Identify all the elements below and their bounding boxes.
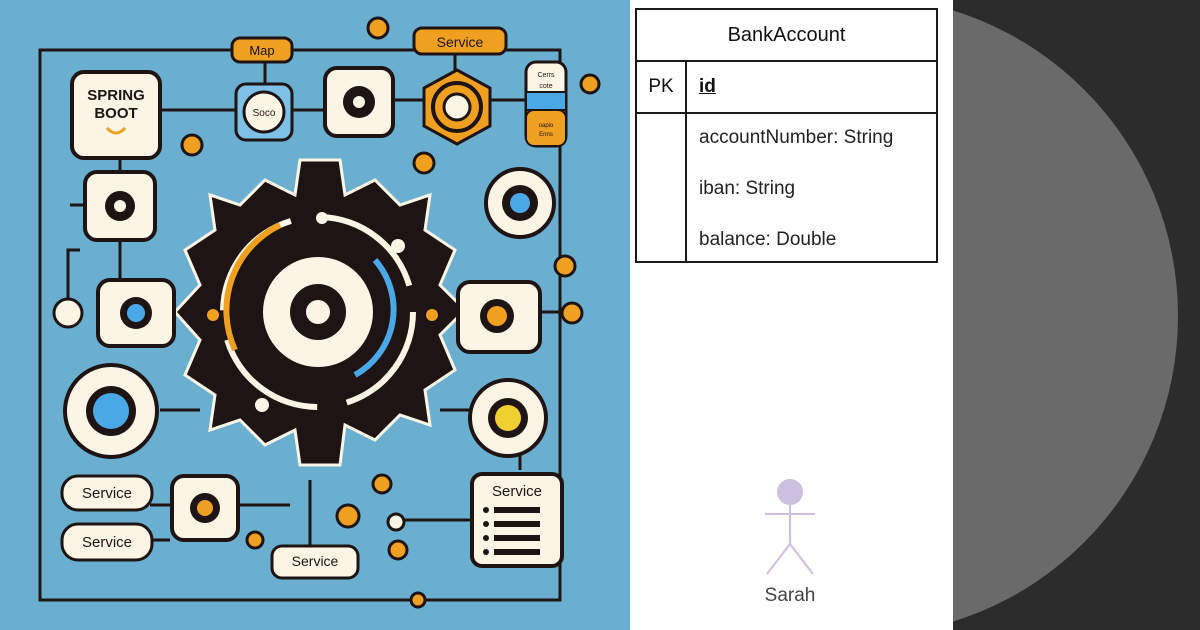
cerrs-text-1: Cerrs xyxy=(537,72,555,79)
badge-map: Map xyxy=(230,36,294,64)
right-decor-panel xyxy=(953,0,1200,630)
tile-gear-top xyxy=(323,66,395,138)
tile-gear-left-3 xyxy=(63,363,159,459)
map-text: Map xyxy=(249,43,274,58)
spring-text-1: SPRING xyxy=(87,87,145,104)
smile-icon xyxy=(105,126,127,135)
tile-spring: SPRING BOOT xyxy=(70,70,162,160)
cerrs-text-2: cote xyxy=(539,83,552,90)
label-service-left-2: Service xyxy=(60,522,154,562)
service-card: Service xyxy=(470,472,564,568)
tile-gear-right-2 xyxy=(456,280,542,354)
attribute-item: iban: String xyxy=(699,178,796,199)
service-bottom-text: Service xyxy=(292,553,339,569)
circuit-line xyxy=(66,248,80,312)
stick-figure-icon xyxy=(765,479,815,575)
entity-table[interactable]: BankAccount PK id accountNumber: String … xyxy=(635,8,938,263)
pk-label: PK xyxy=(637,62,687,112)
tile-soco: Soco xyxy=(234,82,294,142)
spring-boot-illustration: SPRING BOOT Map Service Soco xyxy=(0,0,630,630)
service-left-1-text: Service xyxy=(82,485,132,502)
attribute-item: accountNumber: String xyxy=(699,127,894,148)
er-diagram-panel: BankAccount PK id accountNumber: String … xyxy=(630,0,953,630)
central-gear-center xyxy=(306,300,330,324)
badge-service-top: Service xyxy=(412,26,508,56)
service-left-2-text: Service xyxy=(82,534,132,551)
tile-gear-left-2 xyxy=(96,278,176,348)
soco-text: Soco xyxy=(253,108,276,119)
actor[interactable]: Sarah xyxy=(755,478,825,618)
decor-dots xyxy=(52,16,601,609)
spring-text-2: BOOT xyxy=(94,105,137,122)
service-card-title: Service xyxy=(492,483,542,500)
tile-gear-right-3 xyxy=(468,378,548,458)
central-ring-cream xyxy=(220,214,416,410)
tile-cerrs: Cerrs cote oapio Enns xyxy=(524,60,568,148)
attribute-list: accountNumber: String iban: String balan… xyxy=(687,114,893,263)
central-arc-orange xyxy=(223,222,282,352)
entity-name: BankAccount xyxy=(637,10,936,62)
attribute-item: balance: Double xyxy=(699,229,837,250)
pk-field: id xyxy=(699,76,716,97)
cerrs-text-4: Enns xyxy=(539,132,553,138)
circuit-border xyxy=(38,48,562,602)
label-service-left-1: Service xyxy=(60,474,154,512)
attributes-key-column xyxy=(637,114,687,263)
attributes-row: accountNumber: String iban: String balan… xyxy=(637,114,936,263)
illustration-svg: SPRING BOOT Map Service Soco xyxy=(38,16,601,609)
right-decor-svg xyxy=(953,10,1178,622)
actor-name: Sarah xyxy=(764,585,816,606)
list-icon xyxy=(483,507,540,555)
label-service-bottom: Service xyxy=(270,544,360,580)
tile-gear-left-1 xyxy=(83,170,157,242)
soco-gear-icon xyxy=(242,90,286,134)
service-top-text: Service xyxy=(437,34,484,50)
tile-gear-bottom xyxy=(170,474,240,542)
primary-key-row: PK id xyxy=(637,62,936,114)
cerrs-text-3: oapio xyxy=(539,123,554,129)
decor-circle xyxy=(953,10,1178,622)
central-arc-blue xyxy=(353,258,397,378)
tile-gear-orange xyxy=(422,68,492,146)
tile-gear-right-1 xyxy=(484,167,556,239)
central-gear xyxy=(172,158,468,467)
